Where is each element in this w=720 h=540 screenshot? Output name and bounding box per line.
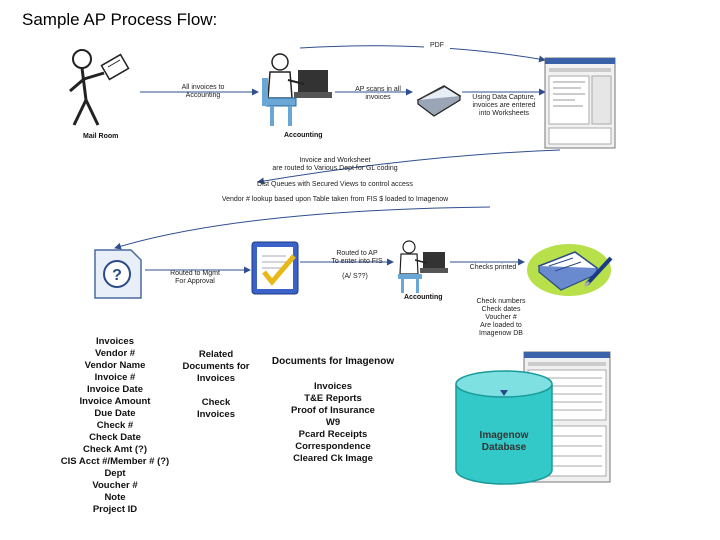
- routed-ap-label: Routed to AP To enter into FIS: [331, 250, 383, 265]
- doc-list-item: W9: [325, 417, 341, 428]
- invoice-field-item: Due Date: [94, 408, 136, 419]
- doc-list-item: Proof of Insurance: [291, 405, 375, 416]
- routed-ap-question: (A/ S??): [342, 273, 368, 280]
- check-invoices-item: Check: [201, 397, 231, 408]
- accounting-person-icon-2: [398, 240, 448, 293]
- routing-label-3: Vendor # lookup based upon Table taken f…: [221, 196, 449, 203]
- database-label: Imagenow Database: [479, 430, 529, 453]
- routing-arrow: [257, 149, 561, 185]
- routed-mgmt-label: Routed to Mgmt For Approval: [170, 270, 220, 285]
- invoice-field-item: Check Date: [89, 432, 141, 443]
- doc-list-item: T&E Reports: [304, 393, 362, 404]
- invoice-field-item: Vendor Name: [84, 360, 146, 371]
- docs-title: Documents for Imagenow: [271, 356, 395, 367]
- database-icon: [455, 370, 553, 485]
- invoice-field-item: Note: [104, 492, 126, 503]
- accounting-person-icon: [262, 53, 332, 126]
- ap-scans-label: AP scans in all invoices: [355, 86, 401, 101]
- mailroom-person-icon: [69, 49, 130, 126]
- invoice-field-item: Check #: [96, 420, 134, 431]
- routing-label-1: Invoice and Worksheet are routed to Vari…: [272, 157, 398, 172]
- accounting-label-2: Accounting: [404, 294, 443, 301]
- invoice-field-item: Vendor #: [94, 348, 136, 359]
- related-docs-item: Documents for: [182, 361, 250, 372]
- invoice-field-item: Dept: [104, 468, 126, 479]
- invoice-field-item: Check Amt (?): [82, 444, 148, 455]
- pdf-label: PDF: [424, 42, 450, 50]
- data-capture-label: Using Data Capture, invoices are entered…: [472, 94, 536, 117]
- doc-list-item: Cleared Ck Image: [293, 453, 373, 464]
- accounting-label-1: Accounting: [284, 132, 323, 139]
- doc-list-item: Invoices: [313, 381, 353, 392]
- doc-list-item: Pcard Receipts: [298, 429, 368, 440]
- routing-label-2: Dist Queues with Secured Views to contro…: [257, 181, 413, 188]
- checkbook-icon: [527, 244, 613, 296]
- invoice-field-item: Invoice Date: [87, 384, 143, 395]
- invoice-field-item: Voucher #: [92, 480, 138, 491]
- related-docs-item: Related: [198, 349, 234, 360]
- svg-text:?: ?: [112, 267, 122, 284]
- help-document-icon: ?: [94, 249, 142, 299]
- all-invoices-label: All invoices to Accounting: [181, 84, 225, 99]
- invoice-field-item: CIS Acct #/Member # (?): [60, 456, 170, 467]
- route-to-mgmt-arrow: [114, 206, 491, 250]
- check-invoices-item: Invoices: [196, 409, 236, 420]
- worksheet-window-icon: [544, 57, 616, 149]
- doc-list-item: Correspondence: [295, 441, 371, 452]
- mailroom-label: Mail Room: [83, 133, 119, 140]
- invoice-field-item: Invoices: [95, 336, 135, 347]
- page-title: Sample AP Process Flow:: [22, 10, 218, 29]
- related-docs-item: Invoices: [196, 373, 236, 384]
- approval-checklist-icon: [251, 241, 299, 295]
- invoice-field-item: Invoice Amount: [79, 396, 151, 407]
- invoice-field-item: Invoice #: [94, 372, 136, 383]
- invoice-field-item: Project ID: [92, 504, 138, 515]
- checks-printed-label: Checks printed: [469, 264, 517, 271]
- check-numbers-label: Check numbers Check dates Voucher # Are …: [476, 298, 526, 337]
- scanner-icon: [416, 85, 462, 117]
